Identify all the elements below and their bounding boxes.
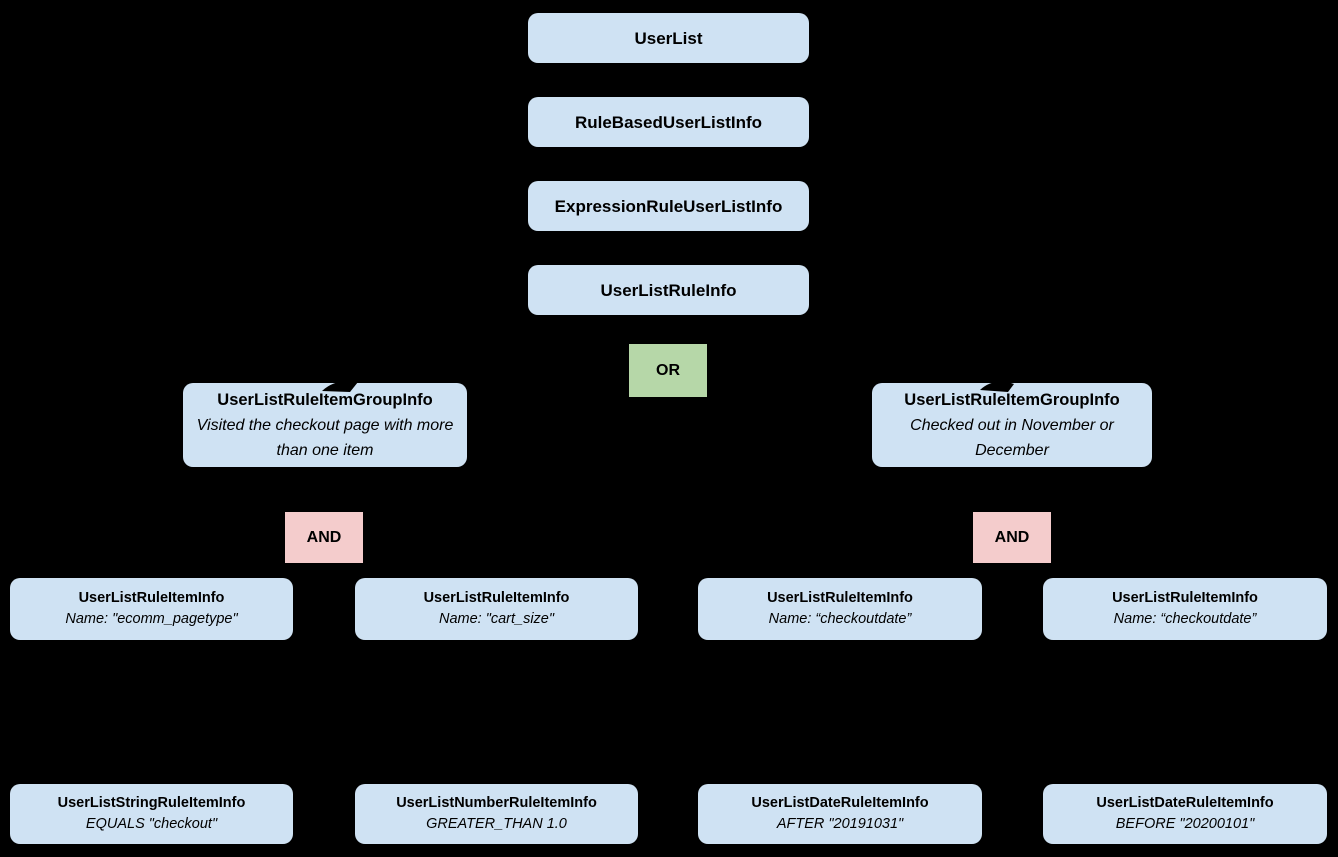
arrowhead-icon bbox=[976, 375, 1016, 398]
rule-item-node-4: UserListRuleItemInfo Name: “checkoutdate… bbox=[1043, 578, 1327, 640]
node-subtitle: GREATER_THAN 1.0 bbox=[426, 816, 567, 832]
node-title: UserListRuleItemInfo bbox=[767, 590, 913, 606]
operator-label: AND bbox=[306, 528, 342, 546]
leaf-node-3: UserListDateRuleItemInfo AFTER "20191031… bbox=[698, 784, 982, 844]
node-userlistruleinfo: UserListRuleInfo bbox=[528, 265, 809, 315]
and-operator-node-right: AND bbox=[973, 512, 1051, 563]
node-title: UserList bbox=[634, 28, 703, 48]
node-title: UserListRuleItemInfo bbox=[423, 590, 570, 606]
node-subtitle: Name: “checkoutdate” bbox=[768, 611, 912, 627]
node-subtitle: Checked out in November or December bbox=[910, 416, 1114, 459]
node-title: UserListRuleItemInfo bbox=[78, 590, 225, 606]
node-title: RuleBasedUserListInfo bbox=[574, 112, 763, 132]
node-userlist: UserList bbox=[528, 13, 809, 63]
operator-label: OR bbox=[656, 361, 680, 379]
node-title: ExpressionRuleUserListInfo bbox=[554, 196, 783, 216]
node-title: UserListStringRuleItemInfo bbox=[57, 795, 246, 811]
arrowhead-icon bbox=[320, 375, 360, 398]
rule-item-node-3: UserListRuleItemInfo Name: “checkoutdate… bbox=[698, 578, 982, 640]
group-node-left: UserListRuleItemGroupInfo Visited the ch… bbox=[183, 383, 467, 467]
node-title: UserListRuleItemGroupInfo bbox=[904, 390, 1120, 409]
leaf-node-1: UserListStringRuleItemInfo EQUALS "check… bbox=[10, 784, 293, 844]
node-subtitle: EQUALS "checkout" bbox=[85, 816, 218, 832]
node-subtitle: Name: “checkoutdate” bbox=[1113, 611, 1257, 627]
node-subtitle: Name: "ecomm_pagetype" bbox=[65, 611, 238, 627]
leaf-node-2: UserListNumberRuleItemInfo GREATER_THAN … bbox=[355, 784, 638, 844]
node-expressionruleuserlistinfo: ExpressionRuleUserListInfo bbox=[528, 181, 809, 231]
node-title: UserListDateRuleItemInfo bbox=[751, 795, 929, 811]
node-title: UserListRuleItemGroupInfo bbox=[217, 390, 433, 409]
leaf-node-4: UserListDateRuleItemInfo BEFORE "2020010… bbox=[1043, 784, 1327, 844]
node-title: UserListDateRuleItemInfo bbox=[1096, 795, 1274, 811]
node-title: UserListRuleItemInfo bbox=[1112, 590, 1258, 606]
node-subtitle: Name: "cart_size" bbox=[438, 611, 555, 627]
node-subtitle: AFTER "20191031" bbox=[776, 816, 904, 832]
node-title: UserListNumberRuleItemInfo bbox=[396, 795, 597, 811]
node-title: UserListRuleInfo bbox=[600, 280, 737, 300]
operator-label: AND bbox=[994, 528, 1030, 546]
node-rulebaseduserlistinfo: RuleBasedUserListInfo bbox=[528, 97, 809, 147]
rule-item-node-1: UserListRuleItemInfo Name: "ecomm_pagety… bbox=[10, 578, 293, 640]
node-subtitle: BEFORE "20200101" bbox=[1115, 816, 1255, 832]
and-operator-node-left: AND bbox=[285, 512, 363, 563]
rule-item-node-2: UserListRuleItemInfo Name: "cart_size" bbox=[355, 578, 638, 640]
group-node-right: UserListRuleItemGroupInfo Checked out in… bbox=[872, 383, 1152, 467]
or-operator-node: OR bbox=[629, 344, 707, 397]
node-subtitle: Visited the checkout page with more than… bbox=[196, 416, 454, 459]
